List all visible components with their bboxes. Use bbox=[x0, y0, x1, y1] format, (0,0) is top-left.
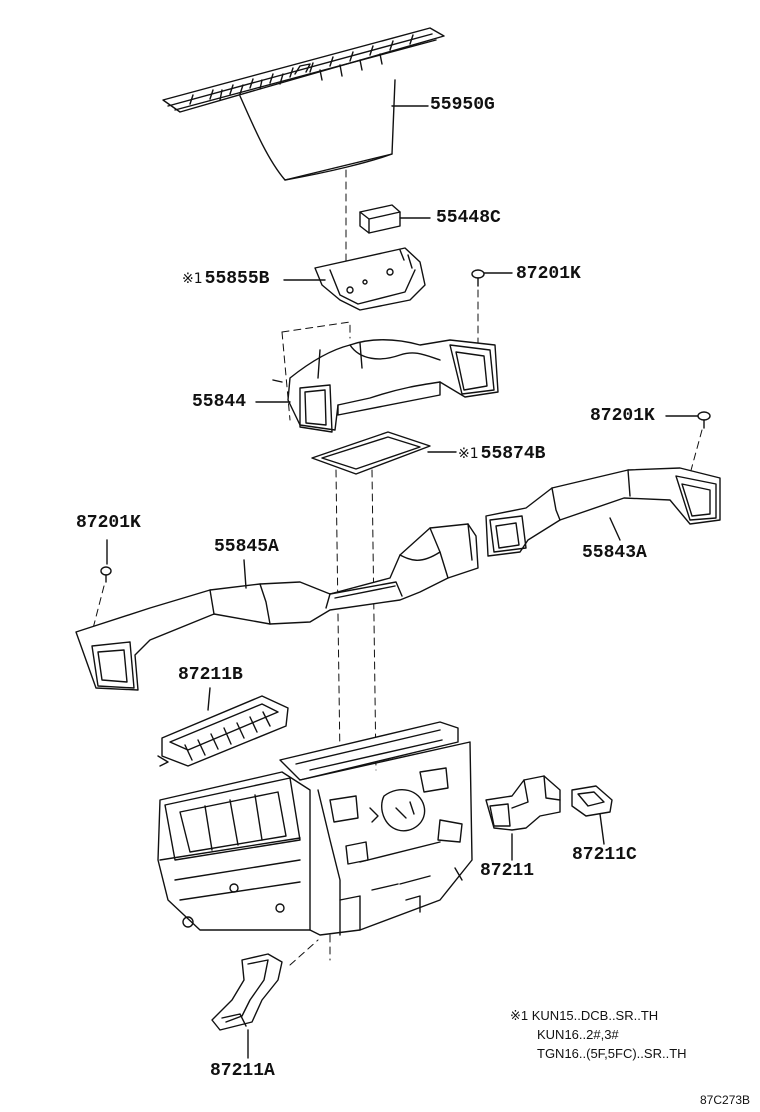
leader-55843a bbox=[609, 517, 621, 541]
dash-line bbox=[289, 939, 319, 966]
label-87201k-left: 87201K bbox=[76, 513, 141, 533]
part-55874b-gasket bbox=[311, 431, 431, 475]
mark-55874b: ※1 bbox=[458, 446, 479, 462]
footnote-text-2: KUN16..2#,3# bbox=[537, 1027, 619, 1042]
label-55855b: 55855B bbox=[204, 269, 270, 289]
dash-line bbox=[371, 469, 377, 771]
part-87211-duct bbox=[485, 775, 561, 831]
part-87211a-duct bbox=[211, 953, 283, 1031]
part-55950g-panel bbox=[162, 27, 445, 181]
part-87201k-clip-right bbox=[697, 411, 711, 429]
part-55448c-block bbox=[359, 204, 401, 234]
footnote-text-1: KUN15..DCB..SR..TH bbox=[531, 1008, 659, 1023]
leader-87211b bbox=[207, 687, 211, 711]
label-55950g: 55950G bbox=[430, 95, 495, 115]
label-55845a: 55845A bbox=[214, 537, 279, 557]
part-87201k-clip-top bbox=[471, 269, 485, 287]
part-55844-duct bbox=[272, 321, 499, 433]
part-55843a-duct bbox=[485, 467, 721, 557]
label-87201k-right: 87201K bbox=[590, 406, 655, 426]
label-55448c: 55448C bbox=[436, 208, 501, 228]
label-55843a: 55843A bbox=[582, 543, 647, 563]
part-55855b-bracket bbox=[314, 247, 426, 311]
label-87201k-top: 87201K bbox=[516, 264, 581, 284]
heater-unit-assembly bbox=[157, 721, 473, 936]
part-87211c-duct bbox=[571, 785, 613, 817]
label-55844: 55844 bbox=[192, 392, 247, 412]
label-87211a: 87211A bbox=[210, 1061, 275, 1081]
dash-line bbox=[89, 585, 105, 641]
label-55874b: 55874B bbox=[480, 444, 546, 464]
label-87211b: 87211B bbox=[178, 665, 243, 685]
mark-55855b: ※1 bbox=[182, 271, 203, 287]
footnote-text-3: TGN16..(5F,5FC)..SR..TH bbox=[537, 1046, 687, 1061]
label-87211: 87211 bbox=[480, 861, 535, 881]
leader-55845a bbox=[243, 559, 247, 589]
footnote-mark: ※1 bbox=[510, 1008, 529, 1023]
dash-line bbox=[689, 429, 703, 475]
diagram-code: 87C273B bbox=[700, 1093, 751, 1107]
leader-87211c bbox=[599, 813, 605, 845]
dash-line bbox=[335, 469, 341, 761]
footnote-line-1: ※1 KUN15..DCB..SR..TH bbox=[510, 1009, 658, 1022]
part-87201k-clip-left bbox=[100, 566, 112, 583]
part-87211b-grille bbox=[157, 695, 289, 767]
label-87211c: 87211C bbox=[572, 845, 637, 865]
part-55845a-duct bbox=[75, 523, 479, 691]
